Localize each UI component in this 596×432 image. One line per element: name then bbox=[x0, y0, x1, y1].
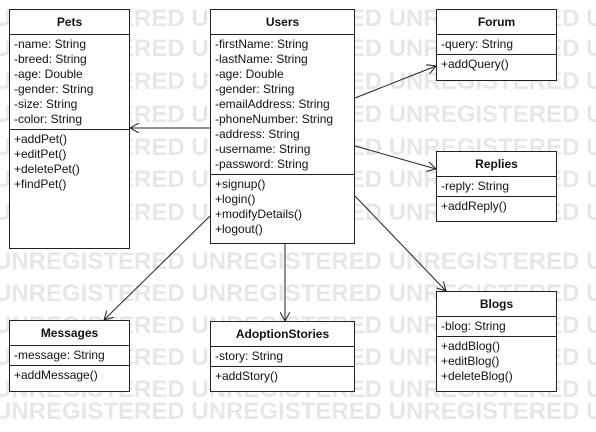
attributes-compartment: -name: String -breed: String -age: Doubl… bbox=[10, 35, 129, 130]
attribute: -gender: String bbox=[14, 82, 94, 96]
attribute: -phoneNumber: String bbox=[215, 112, 334, 126]
class-forum[interactable]: Forum -query: String +addQuery() bbox=[436, 9, 557, 81]
operation: +editBlog() bbox=[441, 354, 500, 368]
attribute: -username: String bbox=[215, 142, 311, 156]
operations-compartment: +addBlog() +editBlog() +deleteBlog() bbox=[437, 337, 556, 386]
operation: +deleteBlog() bbox=[441, 369, 513, 383]
class-name: Pets bbox=[10, 10, 129, 35]
attribute: -password: String bbox=[215, 157, 309, 171]
operation: +deletePet() bbox=[14, 162, 80, 176]
class-adoption-stories[interactable]: AdoptionStories -story: String +addStory… bbox=[210, 321, 355, 392]
operation: +modifyDetails() bbox=[215, 207, 303, 221]
class-name: AdoptionStories bbox=[211, 322, 354, 347]
association-users-blogs bbox=[354, 195, 446, 291]
attribute: -breed: String bbox=[14, 52, 87, 66]
association-users-replies bbox=[354, 145, 436, 169]
attribute: -message: String bbox=[14, 348, 105, 362]
class-name: Messages bbox=[10, 321, 129, 346]
attributes-compartment: -message: String bbox=[10, 346, 129, 366]
class-name: Blogs bbox=[437, 292, 556, 317]
attributes-compartment: -firstName: String -lastName: String -ag… bbox=[211, 35, 354, 175]
attribute: -age: Double bbox=[14, 67, 83, 81]
class-replies[interactable]: Replies -reply: String +addReply() bbox=[436, 151, 557, 222]
operation: +findPet() bbox=[14, 177, 67, 191]
operations-compartment: +signup() +login() +modifyDetails() +log… bbox=[211, 175, 354, 239]
operation: +signup() bbox=[215, 177, 266, 191]
attribute: -size: String bbox=[14, 97, 78, 111]
attribute: -emailAddress: String bbox=[215, 97, 330, 111]
attribute: -query: String bbox=[441, 37, 514, 51]
attribute: -lastName: String bbox=[215, 52, 308, 66]
attribute: -name: String bbox=[14, 37, 87, 51]
operation: +addQuery() bbox=[441, 57, 509, 71]
operation: +addPet() bbox=[14, 132, 68, 146]
attribute: -age: Double bbox=[215, 67, 284, 81]
attribute: -firstName: String bbox=[215, 37, 309, 51]
operation: +addMessage() bbox=[14, 368, 98, 382]
operation: +addStory() bbox=[215, 369, 279, 383]
attributes-compartment: -reply: String bbox=[437, 177, 556, 197]
attribute: -blog: String bbox=[441, 319, 506, 333]
operations-compartment: +addStory() bbox=[211, 367, 354, 386]
class-messages[interactable]: Messages -message: String +addMessage() bbox=[9, 320, 130, 392]
attribute: -gender: String bbox=[215, 82, 295, 96]
class-name: Replies bbox=[437, 152, 556, 177]
attribute: -color: String bbox=[14, 112, 83, 126]
association-users-forum bbox=[354, 66, 436, 99]
operations-compartment: +addPet() +editPet() +deletePet() +findP… bbox=[10, 130, 129, 194]
attribute: -address: String bbox=[215, 127, 300, 141]
operation: +login() bbox=[215, 192, 256, 206]
attributes-compartment: -query: String bbox=[437, 35, 556, 55]
attribute: -story: String bbox=[215, 349, 284, 363]
attributes-compartment: -blog: String bbox=[437, 317, 556, 337]
attribute: -reply: String bbox=[441, 179, 510, 193]
class-name: Users bbox=[211, 10, 354, 35]
class-name: Forum bbox=[437, 10, 556, 35]
operation: +logout() bbox=[215, 222, 263, 236]
class-blogs[interactable]: Blogs -blog: String +addBlog() +editBlog… bbox=[436, 291, 557, 392]
operations-compartment: +addQuery() bbox=[437, 55, 556, 74]
class-pets[interactable]: Pets -name: String -breed: String -age: … bbox=[9, 9, 130, 249]
operation: +editPet() bbox=[14, 147, 67, 161]
association-users-messages bbox=[104, 215, 211, 320]
attributes-compartment: -story: String bbox=[211, 347, 354, 367]
operation: +addReply() bbox=[441, 199, 507, 213]
class-users[interactable]: Users -firstName: String -lastName: Stri… bbox=[210, 9, 355, 244]
operation: +addBlog() bbox=[441, 339, 501, 353]
operations-compartment: +addMessage() bbox=[10, 366, 129, 385]
operations-compartment: +addReply() bbox=[437, 197, 556, 216]
